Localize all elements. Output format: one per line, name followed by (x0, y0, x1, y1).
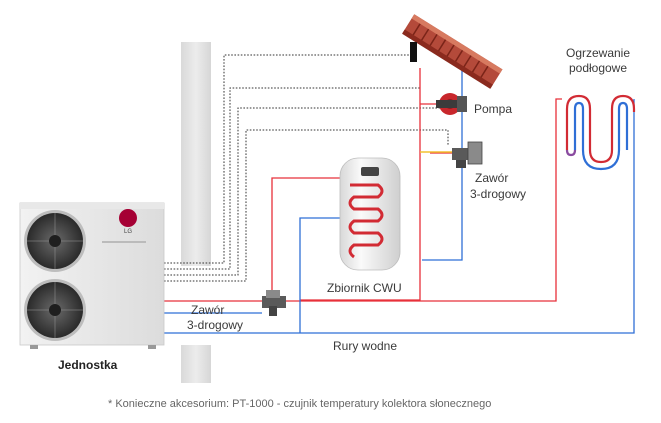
valve-left-label-line2: 3-drogowy (187, 318, 244, 332)
valve-left-label-line1: Zawór (191, 303, 225, 317)
supply-pipes (164, 68, 562, 302)
wall (181, 42, 211, 383)
dhw-tank-icon (339, 157, 401, 271)
valve-left-label: Zawór 3-drogowy (187, 303, 243, 333)
outdoor-unit-label: Jednostka (58, 358, 118, 372)
underfloor-heating-label-line2: podłogowe (568, 61, 628, 75)
three-way-valve-icon (262, 290, 286, 316)
footnote: * Konieczne akcesorium: PT-1000 - czujni… (108, 398, 492, 410)
return-pipes (164, 68, 635, 334)
lg-logo-icon (119, 209, 137, 227)
water-pipes-label: Rury wodne (333, 339, 398, 353)
brand-logo-text: LG (124, 229, 133, 235)
valve-right-label: Zawór 3-drogowy (470, 170, 526, 202)
underfloor-coil-icon (565, 94, 636, 171)
pump-label: Pompa (474, 102, 513, 116)
pump-icon (436, 93, 467, 115)
valve-right-label-line1: Zawór (475, 171, 509, 185)
valve-right-label-line2: 3-drogowy (470, 187, 527, 201)
dhw-tank-label: Zbiornik CWU (327, 281, 402, 295)
underfloor-heating-label-line1: Ogrzewanie (565, 46, 631, 60)
heat-pump-unit-icon (19, 202, 165, 349)
three-way-valve-icon (452, 141, 483, 168)
signal-lines (164, 54, 449, 282)
collector-sensor-icon (410, 42, 417, 62)
underfloor-heating-label: Ogrzewanie podłogowe (556, 46, 640, 76)
solar-collector-icon (402, 14, 503, 89)
